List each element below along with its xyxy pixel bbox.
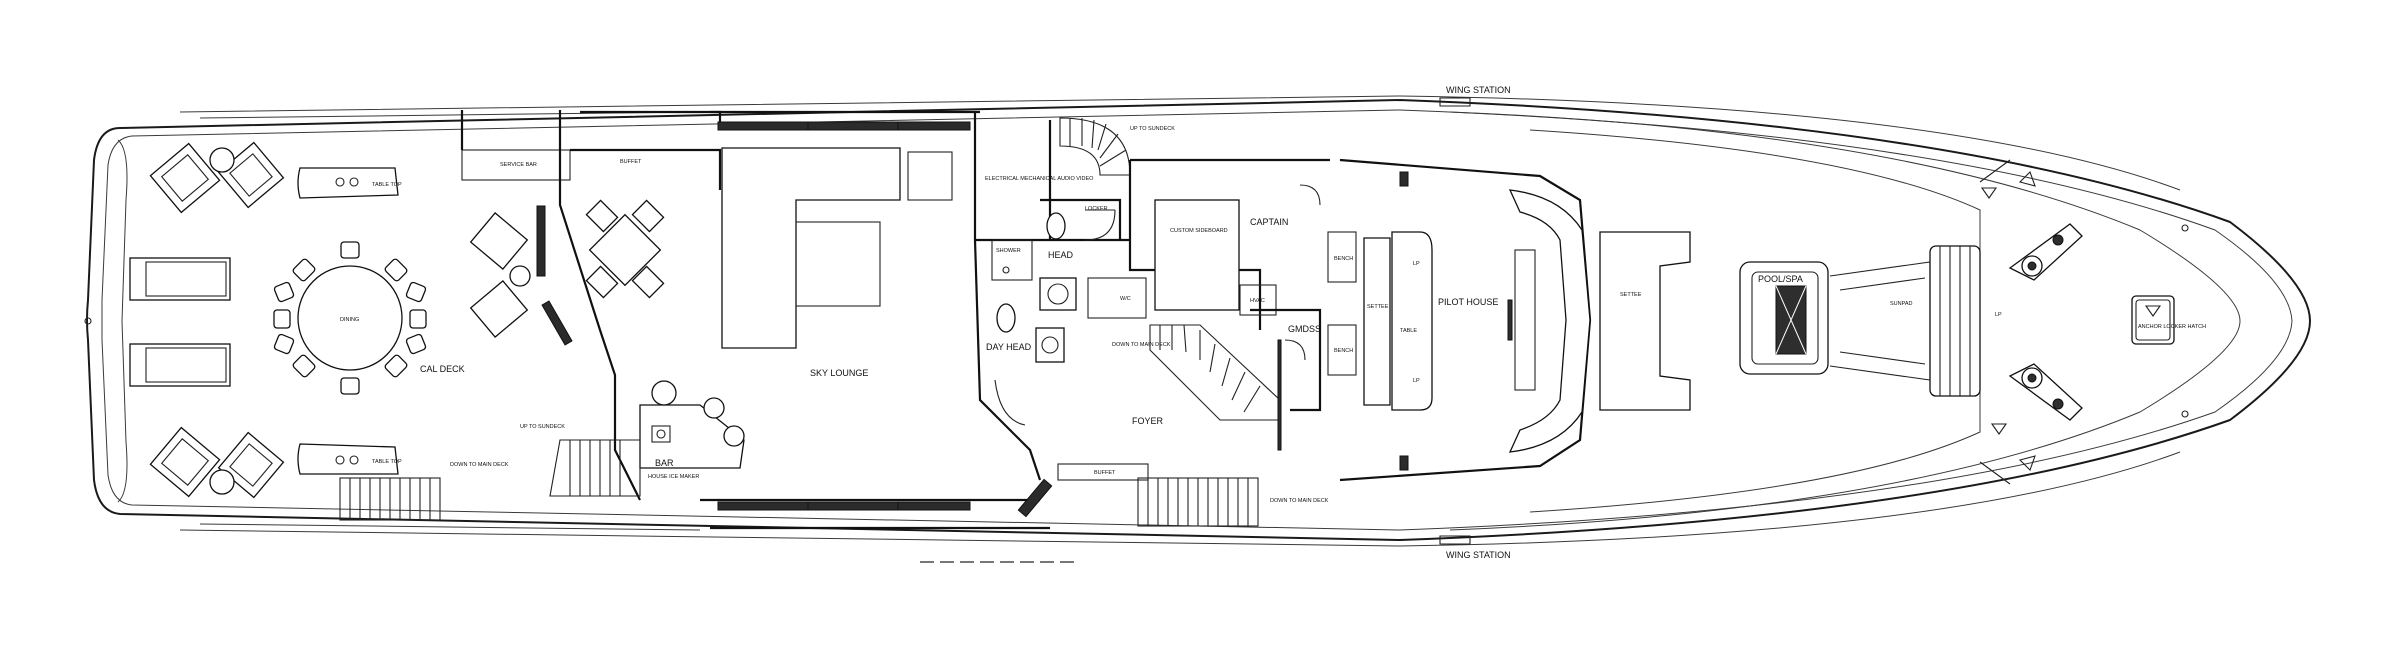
down-to-main-deck-aft-label: DOWN TO MAIN DECK	[450, 462, 509, 468]
console	[1277, 339, 1282, 451]
lp-lower-label: LP	[1413, 378, 1420, 384]
shower	[991, 239, 1033, 281]
sky-lounge-area: BUFFET SKY LOUNGE	[460, 110, 1050, 530]
lp-spa-label: LP	[1995, 312, 2002, 318]
wing-station-top-label: WING STATION	[1446, 85, 1511, 95]
window	[807, 121, 899, 131]
shower-label: SHOWER	[996, 248, 1021, 254]
side-table	[509, 265, 531, 287]
lp-upper-label: LP	[1413, 261, 1420, 267]
custom-sideboard	[1154, 199, 1240, 311]
bench-upper-label: BENCH	[1334, 256, 1353, 262]
window	[536, 205, 546, 277]
house-ice-maker-label: HOUSE ICE MAKER	[648, 474, 699, 480]
windlass-upper	[2008, 223, 2083, 281]
down-to-main-deck-fwd-label: DOWN TO MAIN DECK	[1270, 498, 1329, 504]
cleat	[1979, 159, 2011, 485]
table-top-label: TABLE TOP	[372, 459, 402, 465]
service-core: ELECTRICAL MECHANICAL AUDIO VIDEO UP TO …	[973, 112, 1175, 481]
window	[541, 300, 573, 346]
forward-settee: SETTEE	[1599, 231, 1691, 411]
vanity	[1035, 327, 1065, 363]
settee-label: SETTEE	[1367, 304, 1389, 310]
lounge-chair	[217, 431, 285, 499]
electrical-label: ELECTRICAL MECHANICAL AUDIO VIDEO	[985, 176, 1094, 182]
sky-lounge-label: SKY LOUNGE	[810, 368, 868, 378]
toilet	[1046, 212, 1066, 240]
sun-lounger	[129, 343, 231, 387]
wing-station-bottom-label: WING STATION	[1446, 550, 1511, 560]
side-table	[209, 147, 235, 173]
spiral-stair-up	[1059, 117, 1131, 176]
foredeck-area: SETTEE POOL/SPA SUNPAD LP	[1599, 159, 2206, 485]
settee-fwd-label: SETTEE	[1620, 292, 1642, 298]
pilot-house-area: BENCH BENCH SETTEE TABLE PILOT HOUSE LP …	[1327, 158, 1592, 482]
sun-lounger	[129, 257, 231, 301]
lounge-sofa	[721, 147, 953, 349]
captain-label: CAPTAIN	[1250, 217, 1288, 227]
bar-label: BAR	[655, 458, 674, 468]
aft-stair	[339, 477, 441, 521]
settee-table: SETTEE TABLE	[1363, 231, 1433, 411]
window	[717, 501, 809, 511]
window	[1399, 455, 1409, 471]
hatch-label: ANCHOR LOCKER HATCH	[2138, 324, 2206, 330]
pool-spa	[1739, 261, 1829, 375]
pilot-house-label: PILOT HOUSE	[1438, 297, 1498, 307]
wc-label: W/C	[1120, 296, 1131, 302]
toilet	[996, 303, 1016, 333]
table-top-label: TABLE TOP	[372, 182, 402, 188]
sunpad-label: SUNPAD	[1890, 301, 1913, 307]
window	[897, 121, 971, 131]
lounge-chair	[469, 212, 529, 270]
bench-lower-label: BENCH	[1334, 348, 1353, 354]
window	[897, 501, 971, 511]
head-label: HEAD	[1048, 250, 1074, 260]
up-to-sundeck-aft-label: UP TO SUNDECK	[520, 424, 565, 430]
side-table	[209, 469, 235, 495]
buffet-upper-label: BUFFET	[620, 159, 642, 165]
cal-deck-label: CAL DECK	[420, 364, 465, 374]
locker-label: LOCKER	[1085, 206, 1108, 212]
vanity	[1039, 277, 1077, 311]
hvac-label: HVAC	[1250, 298, 1265, 304]
bow-step	[1929, 245, 1981, 397]
table-top-lower: TABLE TOP	[297, 443, 402, 475]
wing-station-bottom: WING STATION	[1439, 535, 1511, 560]
lounge-chair	[149, 142, 221, 214]
window	[807, 501, 899, 511]
captain-foyer-area: CUSTOM SIDEBOARD CAPTAIN HVAC DOWN TO MA…	[1017, 158, 1330, 527]
down-to-main-deck-label: DOWN TO MAIN DECK	[1112, 342, 1171, 348]
window	[1017, 478, 1053, 518]
day-head-label: DAY HEAD	[986, 342, 1032, 352]
up-to-sundeck-label: UP TO SUNDECK	[1130, 126, 1175, 132]
foyer-stair	[1149, 324, 1281, 421]
gmdss-label: GMDSS	[1288, 324, 1321, 334]
helm-console	[1507, 189, 1591, 453]
bar-counter	[639, 380, 745, 469]
dining-label: DINING	[340, 317, 359, 323]
table-top-upper: TABLE TOP	[297, 167, 402, 199]
pool-spa-label: POOL/SPA	[1758, 274, 1803, 284]
service-bar	[461, 149, 571, 181]
windlass-lower	[2008, 363, 2083, 421]
forward-stair	[1137, 477, 1259, 527]
service-bar-label: SERVICE BAR	[500, 162, 537, 168]
card-table	[585, 199, 665, 299]
lounge-chair	[469, 280, 529, 338]
buffet-lower-label: BUFFET	[1094, 470, 1116, 476]
lounge-chair	[149, 426, 221, 498]
custom-sideboard-label: CUSTOM SIDEBOARD	[1170, 228, 1228, 234]
cal-deck-area: TABLE TOP TABLE TOP DINING CAL DECK	[129, 141, 571, 521]
table-label: TABLE	[1400, 328, 1417, 334]
wing-station-top: WING STATION	[1439, 85, 1511, 107]
hull-outline	[84, 95, 2312, 547]
dining-table: DINING	[273, 241, 427, 395]
window	[1399, 171, 1409, 187]
lounge-chair	[217, 141, 285, 209]
window	[717, 121, 809, 131]
foyer-label: FOYER	[1132, 416, 1164, 426]
anchor-hatch: ANCHOR LOCKER HATCH	[2131, 295, 2206, 345]
